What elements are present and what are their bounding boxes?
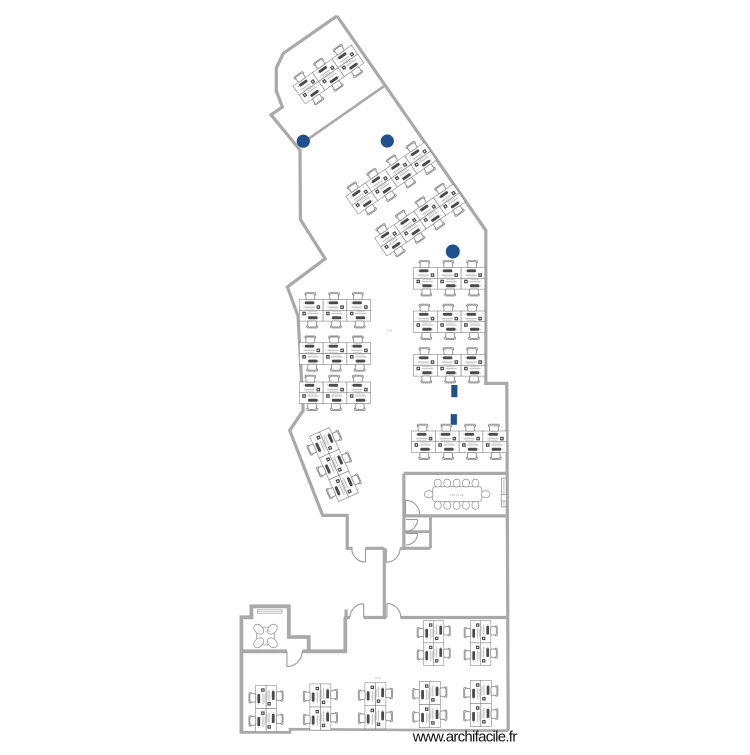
svg-text:www.archifacile.fr: www.archifacile.fr <box>412 729 517 746</box>
svg-text:1.6: 1.6 <box>413 539 417 543</box>
svg-text:55 m: 55 m <box>375 676 382 680</box>
svg-text:4.60 x 1.40: 4.60 x 1.40 <box>450 493 464 497</box>
svg-text:1.6: 1.6 <box>413 523 417 527</box>
svg-text:42 m: 42 m <box>494 424 501 428</box>
svg-text:1.20: 1.20 <box>265 629 271 633</box>
svg-text:2.62: 2.62 <box>387 329 393 333</box>
